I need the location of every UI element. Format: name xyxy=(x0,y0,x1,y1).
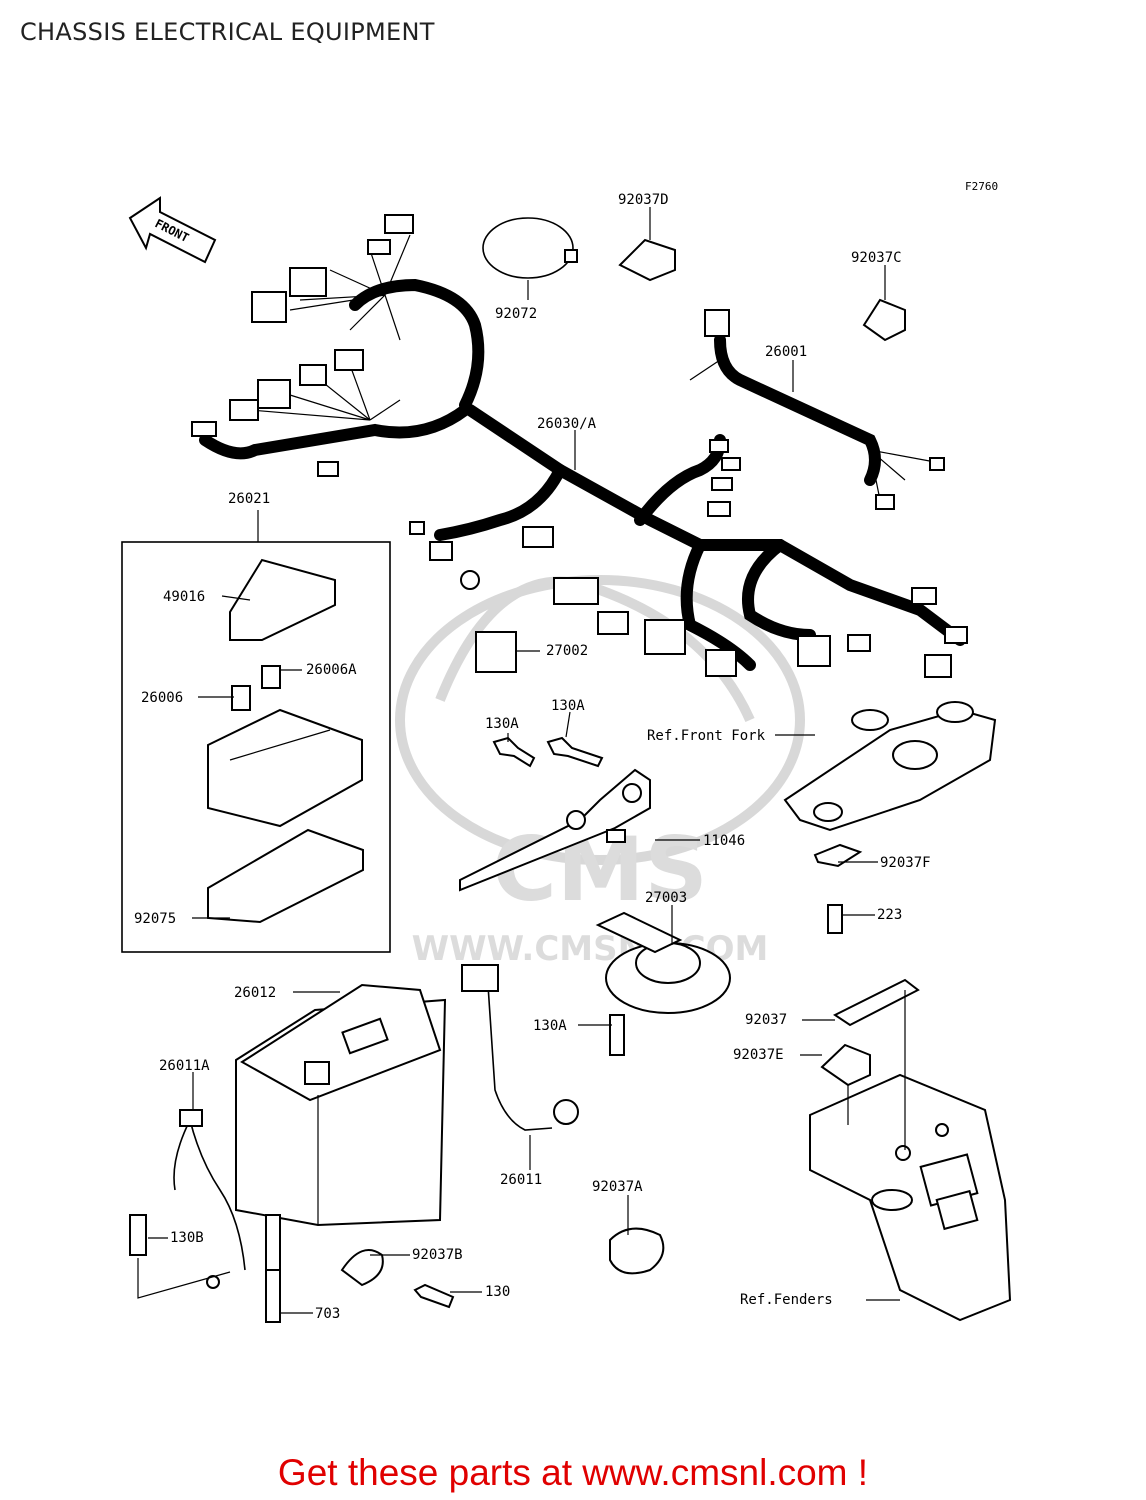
label-92037C: 92037C xyxy=(851,250,902,266)
label-92037E: 92037E xyxy=(733,1047,784,1063)
bolt-130B xyxy=(129,1214,231,1299)
battery-26012 xyxy=(235,983,447,1227)
label-223: 223 xyxy=(877,907,902,923)
main-harness-26030 xyxy=(191,214,968,678)
watermark-logo: CMS WWW.CMSNL.COM xyxy=(395,575,805,969)
leader-lines xyxy=(148,207,906,1314)
label-27002: 27002 xyxy=(546,643,588,659)
label-92037D: 92037D xyxy=(618,192,669,208)
fuse-box-case-92075 xyxy=(207,828,364,924)
bolt-130A-upper xyxy=(492,736,604,768)
label-130A-right: 130A xyxy=(551,698,585,714)
front-fork-bracket xyxy=(783,701,997,832)
label-130: 130 xyxy=(485,1284,510,1300)
label-26006: 26006 xyxy=(141,690,183,706)
label-11046: 11046 xyxy=(703,833,745,849)
clamp-92037A xyxy=(609,1227,665,1275)
fender-assembly xyxy=(809,1073,1012,1322)
front-arrow-icon: FRONT xyxy=(128,196,217,264)
label-26030A: 26030/A xyxy=(537,416,597,432)
fuse-box-cover-49016 xyxy=(229,558,336,641)
tube-703 xyxy=(265,1214,281,1323)
fuse-26006A xyxy=(261,665,281,689)
fuse-box-set-frame xyxy=(121,541,391,953)
label-26012: 26012 xyxy=(234,985,276,1001)
label-92037: 92037 xyxy=(745,1012,787,1028)
label-26006A: 26006A xyxy=(306,662,357,678)
label-26001: 26001 xyxy=(765,344,807,360)
bracket-11046 xyxy=(459,768,651,892)
label-ref-front-fork: Ref.Front Fork xyxy=(647,728,766,744)
clamp-92037D xyxy=(618,238,676,282)
fuse-box-body xyxy=(207,708,363,828)
clamp-92037F xyxy=(813,843,863,868)
figure-code: F2760 xyxy=(965,180,998,193)
label-92072: 92072 xyxy=(495,306,537,322)
sub-harness-26001 xyxy=(689,309,945,510)
label-49016: 49016 xyxy=(163,589,205,605)
label-26021: 26021 xyxy=(228,491,270,507)
footer-promo-link[interactable]: Get these parts at www.cmsnl.com ! xyxy=(277,1452,869,1493)
label-130A-left: 130A xyxy=(485,716,519,732)
clamp-92037C xyxy=(862,298,906,342)
label-92037F: 92037F xyxy=(880,855,931,871)
page-title: CHASSIS ELECTRICAL EQUIPMENT xyxy=(20,18,435,46)
pad-92037 xyxy=(833,978,920,1027)
clamp-92037E xyxy=(820,1043,871,1087)
label-130B: 130B xyxy=(170,1230,204,1246)
battery-cable-26011A xyxy=(173,1109,246,1289)
label-130A-lower: 130A xyxy=(533,1018,567,1034)
bolt-223 xyxy=(827,904,843,934)
horn-27003 xyxy=(595,911,731,1014)
label-26011: 26011 xyxy=(500,1172,542,1188)
label-92075: 92075 xyxy=(134,911,176,927)
bolt-130 xyxy=(413,1283,455,1309)
relay-27002 xyxy=(475,631,517,673)
label-92037B: 92037B xyxy=(412,1247,463,1263)
label-27003: 27003 xyxy=(645,890,687,906)
label-92037A: 92037A xyxy=(592,1179,643,1195)
label-703: 703 xyxy=(315,1306,340,1322)
label-26011A: 26011A xyxy=(159,1058,210,1074)
bolt-130A-lower xyxy=(609,1014,625,1056)
label-ref-fenders: Ref.Fenders xyxy=(740,1292,833,1308)
battery-cable-26011 xyxy=(461,964,579,1131)
watermark-cms-text: CMS xyxy=(492,818,708,921)
cable-tie-92072 xyxy=(482,217,578,279)
fuse-26006 xyxy=(231,685,251,711)
